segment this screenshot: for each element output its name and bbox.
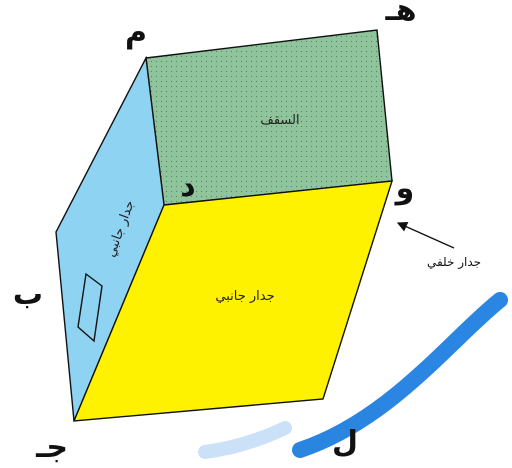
vertex-label-m: م [125,15,147,50]
vertex-label-c: جـ [35,430,68,465]
back-wall-arrow [396,221,455,249]
front-side-wall-label: جدار جانبي [215,289,274,304]
front-side-wall-face [72,180,393,422]
vertex-label-d: د [180,169,195,204]
watermark-stroke [292,292,508,458]
vertex-label-w: و [394,171,415,206]
back-wall-label: جدار خلفي [427,255,481,270]
vertex-label-l: ل [332,425,358,460]
roof-label: السقف [260,113,299,128]
watermark [198,292,508,459]
watermark-stroke-2 [198,421,292,459]
door-rectangle [77,272,103,343]
vertex-label-h: هـ [384,0,416,28]
vertex-label-b: ب [13,277,43,312]
